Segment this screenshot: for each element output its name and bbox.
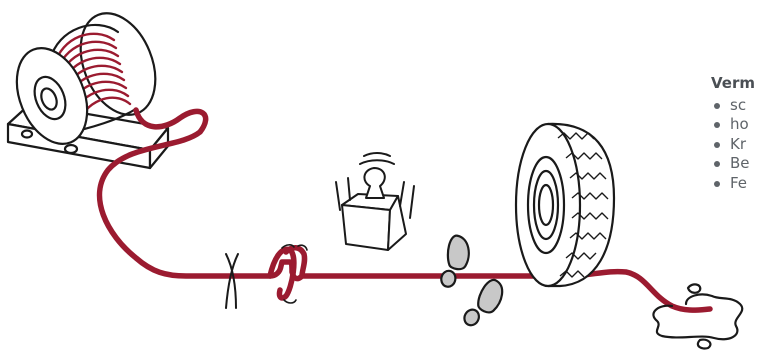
list-item: sc [711,96,761,116]
note-heading: Verm [711,74,761,94]
cable-icon [100,110,710,310]
footprints-icon [440,234,508,332]
kink-icon [226,254,238,308]
hazard-list: sc ho Kr Be Fe [711,96,761,194]
tire-icon [516,124,614,286]
list-item: Be [711,154,761,174]
list-item: Kr [711,135,761,155]
weight-icon [336,153,414,250]
cable-reel-icon [4,2,170,168]
list-item: ho [711,115,761,135]
puddle-icon [653,284,742,348]
hazard-note: Verm sc ho Kr Be Fe [711,74,761,193]
list-item: Fe [711,174,761,194]
